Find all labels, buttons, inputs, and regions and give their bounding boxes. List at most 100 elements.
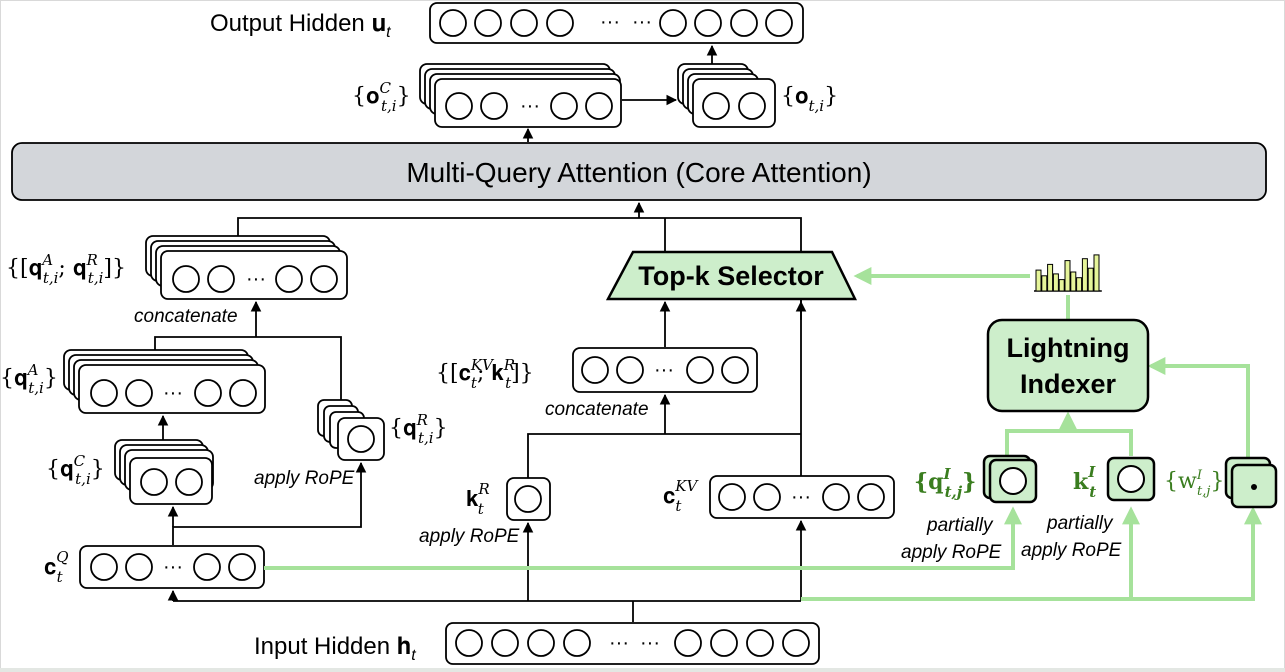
vector-cell xyxy=(550,92,578,120)
vector-cell xyxy=(765,9,793,37)
vector-cell xyxy=(439,9,467,37)
dot-icon xyxy=(1251,484,1257,490)
lightning-indexer: Lightning Indexer xyxy=(986,318,1150,413)
apply-rope-k-i-label: apply RoPE xyxy=(1021,540,1122,561)
c-kv-vector xyxy=(709,475,895,519)
mqa-label: Multi-Query Attention (Core Attention) xyxy=(406,157,871,188)
histogram-bar xyxy=(1041,275,1048,292)
ckv-kr-vector xyxy=(572,347,758,393)
partially-k-label: partially xyxy=(1046,513,1114,534)
vector-cell xyxy=(310,265,338,293)
vector-cell xyxy=(1117,465,1145,493)
vector-cell xyxy=(480,92,508,120)
vector-cell xyxy=(140,468,168,496)
histogram-bar xyxy=(1070,271,1077,292)
vector-cell xyxy=(563,629,591,657)
vector-cell xyxy=(228,553,256,581)
o-stack: {𝐨t,i} xyxy=(677,63,838,128)
partially-q-label: partially xyxy=(926,515,994,536)
q-ar-vector xyxy=(160,250,348,300)
histogram-bar xyxy=(1047,263,1054,292)
vector-cell xyxy=(730,9,758,37)
ellipsis: ··· xyxy=(520,95,540,117)
o-label: {𝐨t,i} xyxy=(781,84,838,115)
mqa-block: Multi-Query Attention (Core Attention) xyxy=(11,142,1267,201)
ellipsis: ··· xyxy=(640,632,660,654)
vector-cell xyxy=(194,379,222,407)
lightning-indexer-line1: Lightning xyxy=(1007,333,1130,363)
vector-cell xyxy=(172,265,200,293)
histogram-bar xyxy=(1087,267,1094,292)
histogram-bar xyxy=(1064,260,1071,292)
vector-cell xyxy=(491,629,519,657)
output-hidden-cells: ··· ··· xyxy=(439,9,793,37)
concatenate-kv-label: concatenate xyxy=(545,399,649,420)
vector-cell xyxy=(782,629,810,657)
vector-cell xyxy=(207,265,235,293)
apply-rope-k-label: apply RoPE xyxy=(419,526,520,547)
vector-cell xyxy=(229,379,257,407)
lightning-indexer-box xyxy=(986,318,1150,413)
vector-cell xyxy=(275,265,303,293)
vector-cell xyxy=(510,9,538,37)
vector-cell xyxy=(474,9,502,37)
top-k-shape xyxy=(605,250,858,301)
vector-cell xyxy=(674,629,702,657)
vector-cell xyxy=(90,379,118,407)
ellipsis: ··· xyxy=(600,11,620,33)
vector-cell xyxy=(347,425,375,453)
vector-cell xyxy=(718,483,746,511)
apply-rope-q-label: apply RoPE xyxy=(254,468,355,489)
vector-cell xyxy=(686,356,714,384)
vector-cell xyxy=(659,9,687,37)
concatenate-label: concatenate xyxy=(134,306,238,327)
qk-i-merge-wire xyxy=(1005,429,1133,456)
vector-cell xyxy=(455,629,483,657)
vector-cell xyxy=(581,356,609,384)
input-to-w-i-wire xyxy=(801,506,1262,601)
vector-cell xyxy=(753,483,781,511)
vector-cell xyxy=(445,92,473,120)
ellipsis: ··· xyxy=(609,632,629,654)
lightning-indexer-line2: Indexer xyxy=(1020,369,1117,399)
vector-cell xyxy=(710,629,738,657)
q-concat-wire xyxy=(154,336,342,400)
ellipsis: ··· xyxy=(791,486,811,508)
vector-cell xyxy=(90,553,118,581)
histogram-bar xyxy=(1035,269,1042,292)
histogram-icon xyxy=(1034,254,1102,292)
histogram-bar xyxy=(1076,277,1083,292)
vector-cell xyxy=(746,629,774,657)
ellipsis: ··· xyxy=(163,382,183,404)
vector-cell xyxy=(822,483,850,511)
mqa-bar xyxy=(11,142,1267,201)
apply-rope-q-i-label: apply RoPE xyxy=(901,542,1002,563)
c-q-to-q-r-arrow xyxy=(172,461,367,545)
vector-cell xyxy=(616,356,644,384)
vector-cell xyxy=(999,467,1027,495)
vector-cell xyxy=(738,92,766,120)
c-q-to-q-i-wire xyxy=(264,506,1022,570)
vector-cell xyxy=(193,553,221,581)
top-k-label: Top-k Selector xyxy=(638,261,824,291)
histogram-bar xyxy=(1081,258,1088,292)
vector-cell xyxy=(546,9,574,37)
vector-cell xyxy=(857,483,885,511)
